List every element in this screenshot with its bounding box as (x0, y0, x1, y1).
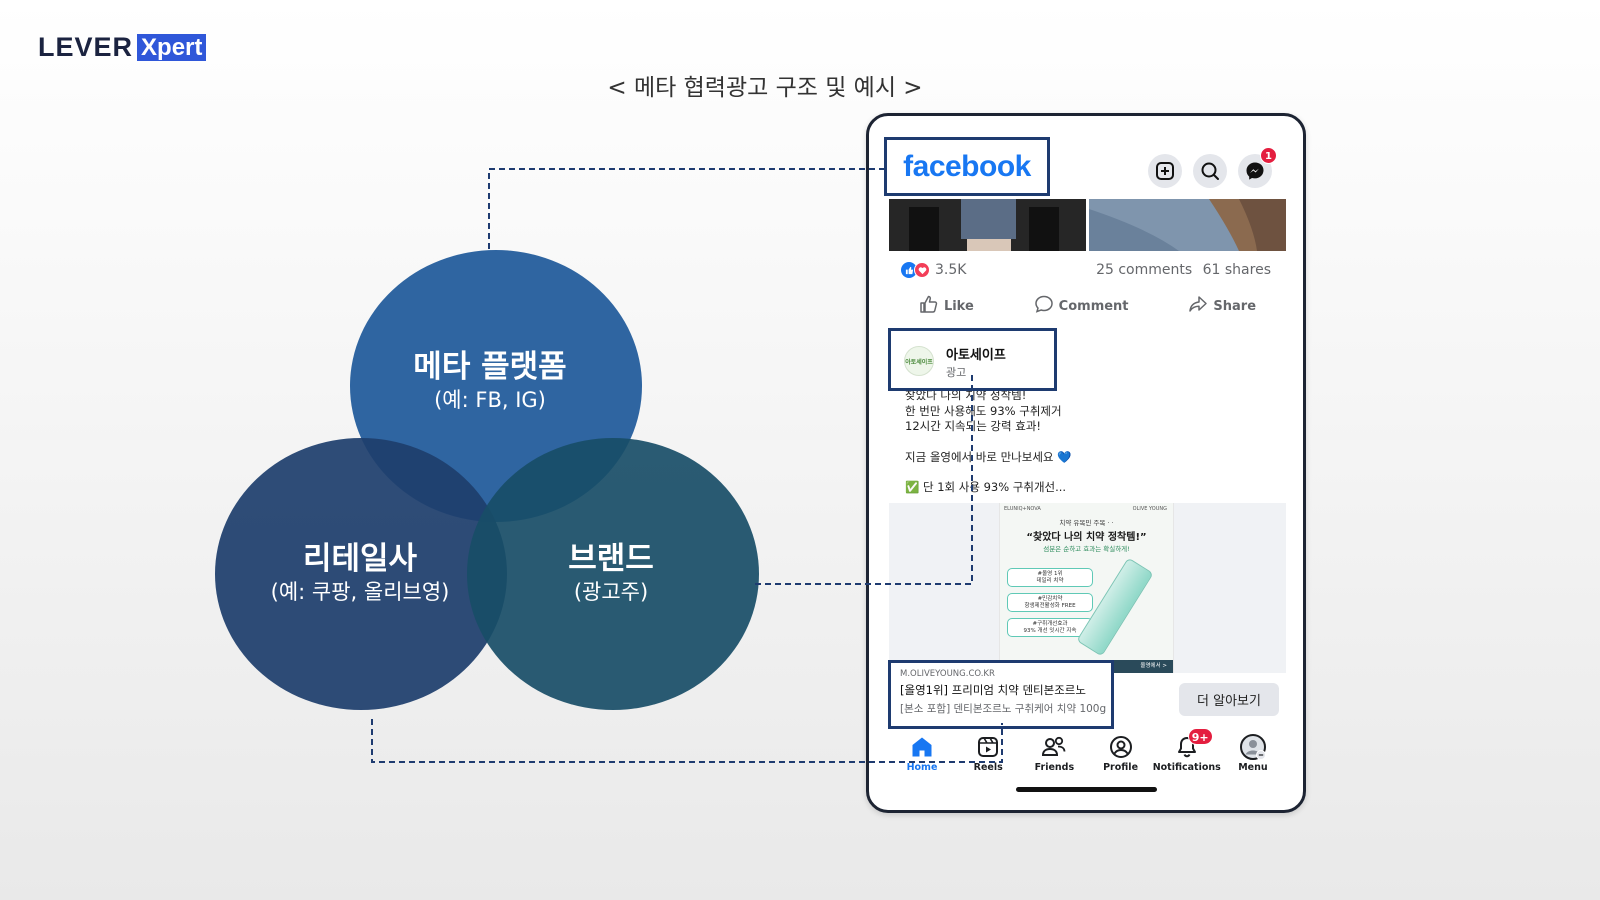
bell-icon: 9+ (1172, 728, 1213, 760)
share-label: Share (1213, 298, 1257, 314)
nav-reels-label: Reels (973, 762, 1003, 773)
thumbs-up-icon (919, 294, 939, 318)
reaction-row: 3.5K 25 comments 61 shares (901, 262, 1271, 282)
profile-icon (1106, 734, 1136, 760)
brand-subtitle: (광고주) (573, 580, 649, 604)
ad-link-description: [본소 포함] 덴티본조르노 구취케어 치약 100g (900, 703, 1107, 715)
advertiser-highlight: 아토세이프 아토세이프 광고 (888, 328, 1057, 391)
phone-mockup: facebook 1 3.5K 25 comments (866, 113, 1306, 813)
ad-link-highlight[interactable]: M.OLIVEYOUNG.CO.KR [올영1위] 프리미엄 치약 덴티본조르노… (888, 660, 1114, 729)
share-button[interactable]: Share (1188, 294, 1256, 318)
share-arrow-icon (1188, 294, 1208, 318)
advertiser-name[interactable]: 아토세이프 (946, 348, 1006, 363)
facebook-logo[interactable]: facebook (903, 149, 1031, 183)
nav-menu[interactable]: Menu (1220, 734, 1286, 780)
love-reaction-icon (914, 262, 930, 278)
like-button[interactable]: Like (919, 294, 974, 318)
comment-count[interactable]: 25 comments (1096, 262, 1193, 278)
plus-square-icon[interactable] (1148, 154, 1182, 188)
post-action-row: Like Comment Share (889, 292, 1286, 320)
nav-menu-label: Menu (1238, 762, 1268, 773)
ad-creative-image[interactable]: ELUNIQ+NOVA OLIVE YOUNG 치약 유목민 주목 · · “찾… (889, 503, 1286, 673)
meta-to-facebook-connector (488, 168, 884, 249)
nav-notifications[interactable]: 9+ Notifications (1152, 728, 1221, 780)
post-photo-left[interactable] (889, 199, 1086, 251)
venn-diagram: 메타 플랫폼 (예: FB, IG) 리테일사 (예: 쿠팡, 올리브영) 브랜… (210, 250, 770, 720)
retailer-circle (215, 438, 507, 710)
messenger-icon[interactable]: 1 (1238, 147, 1277, 188)
creative-tag: #민감치약 항생제전활성화 FREE (1007, 593, 1093, 612)
creative-kicker: 치약 유목민 주목 · · (1059, 519, 1114, 527)
comment-label: Comment (1058, 298, 1129, 314)
facebook-logo-highlight: facebook (884, 137, 1050, 196)
nav-home[interactable]: Home (889, 734, 955, 780)
nav-friends-label: Friends (1034, 762, 1075, 773)
like-label: Like (943, 298, 974, 314)
ad-body-line-3: 12시간 지속되는 강력 효과! (905, 419, 1042, 433)
ad-body-spacer (905, 465, 1155, 480)
nav-reels[interactable]: Reels (955, 734, 1021, 780)
bottom-nav: Home Reels Friends Profile (889, 728, 1286, 780)
meta-platform-title: 메타 플랫폼 (413, 349, 567, 385)
advertiser-avatar[interactable]: 아토세이프 (904, 346, 934, 376)
lever-xpert-logo: LEVER Xpert (38, 31, 207, 62)
friends-icon (1039, 734, 1069, 760)
home-icon (907, 734, 937, 760)
meta-platform-label: 메타 플랫폼 (예: FB, IG) (340, 348, 640, 414)
comment-bubble-icon (1034, 294, 1054, 318)
comment-button[interactable]: Comment (1034, 294, 1129, 318)
messenger-badge: 1 (1260, 147, 1277, 164)
retailer-subtitle: (예: 쿠팡, 올리브영) (270, 580, 450, 604)
brand-title: 브랜드 (568, 541, 654, 577)
creative-subline: 섬분은 순하고 효과는 확실하게! (1043, 545, 1130, 553)
post-stats: 25 comments 61 shares (1090, 262, 1271, 278)
share-count[interactable]: 61 shares (1202, 262, 1271, 278)
reactions-summary[interactable]: 3.5K (901, 262, 966, 278)
nav-profile[interactable]: Profile (1088, 734, 1154, 780)
search-icon[interactable] (1193, 154, 1227, 188)
ad-body-spacer (905, 435, 1155, 450)
nav-profile-label: Profile (1103, 762, 1139, 773)
ad-link-domain: M.OLIVEYOUNG.CO.KR (900, 669, 995, 679)
retailer-title: 리테일사 (302, 541, 418, 577)
reels-icon (973, 734, 1003, 760)
advertiser-avatar-text: 아토세이프 (905, 358, 933, 366)
reaction-count: 3.5K (935, 262, 967, 278)
notifications-badge: 9+ (1187, 728, 1213, 745)
sponsored-label: 광고 (946, 366, 967, 379)
nav-friends[interactable]: Friends (1021, 734, 1087, 780)
logo-lever-text: LEVER (38, 31, 134, 62)
ad-link-title: [올영1위] 프리미엄 치약 덴티본조르노 (900, 683, 1086, 697)
nav-notifications-label: Notifications (1152, 762, 1221, 773)
like-reaction-icon (901, 262, 917, 278)
nav-home-label: Home (906, 762, 938, 773)
ad-body-text: 찾았다 나의 치약 정착템! 한 번만 사용해도 93% 구취제거 12시간 지… (905, 388, 1155, 496)
logo-xpert-text: Xpert (137, 33, 207, 61)
learn-more-button[interactable]: 더 알아보기 (1179, 683, 1279, 716)
ad-body-line-2: 한 번만 사용해도 93% 구취제거 (905, 403, 1062, 418)
creative-tag: #올영 1위 데일리 치약 (1007, 568, 1093, 587)
ad-creative-panel: ELUNIQ+NOVA OLIVE YOUNG 치약 유목민 주목 · · “찾… (999, 503, 1174, 673)
brand-label: 브랜드 (광고주) (461, 540, 761, 606)
creative-tag: #구취개선효과 93% 개선 잇시간 지속 (1007, 618, 1093, 637)
creative-brand-left: ELUNIQ+NOVA (1004, 506, 1041, 512)
creative-brand-right: OLIVE YOUNG (1132, 506, 1167, 512)
retailer-label: 리테일사 (예: 쿠팡, 올리브영) (210, 540, 510, 606)
meta-platform-subtitle: (예: FB, IG) (434, 388, 546, 412)
ad-body-line-7: ✅ 단 1회 사용 93% 구취개선... (905, 480, 1067, 494)
page-title: < 메타 협력광고 구조 및 예시 > (607, 75, 923, 101)
post-photo-right[interactable] (1089, 199, 1286, 251)
ad-body-line-5: 지금 올영에서 바로 만나보세요 💙 (905, 449, 1072, 464)
brand-circle (467, 438, 759, 710)
home-indicator-bar (1016, 787, 1157, 792)
creative-headline: “찾았다 나의 치약 정착템!” (1026, 532, 1147, 543)
menu-avatar-icon (1238, 734, 1268, 760)
